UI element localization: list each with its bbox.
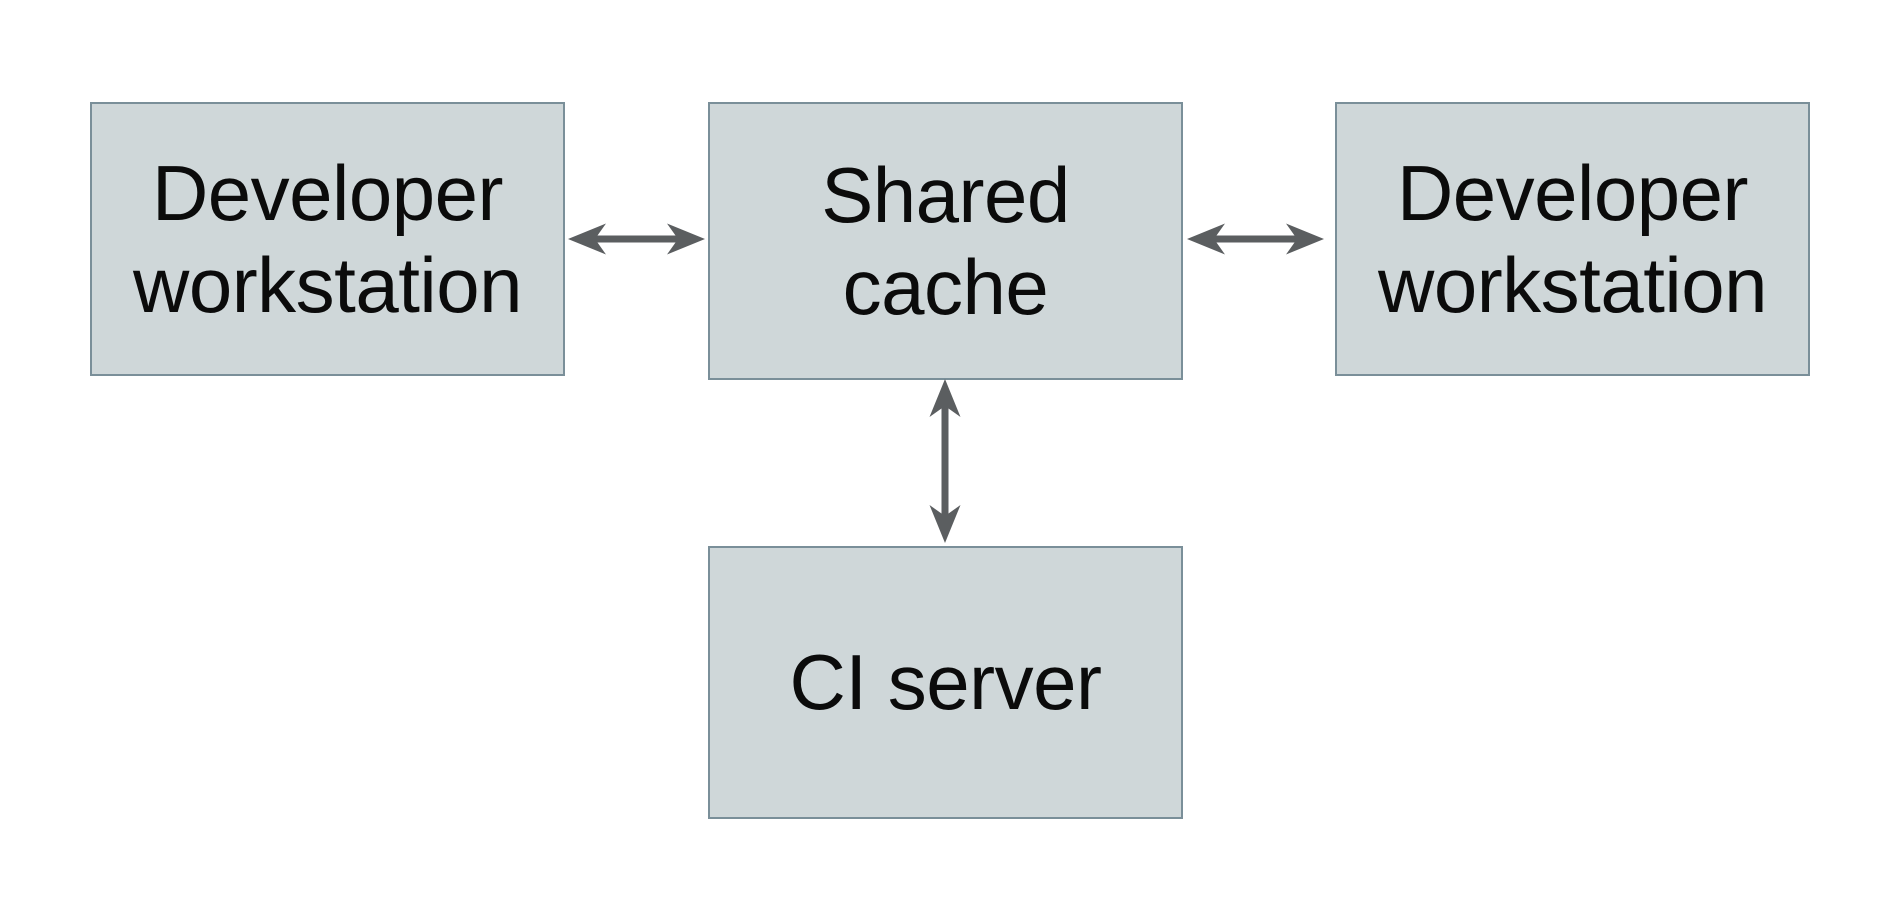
node-developer-workstation-right: Developer workstation xyxy=(1335,102,1810,376)
node-label-ci-server: CI server xyxy=(789,638,1102,727)
bidirectional-arrow-workstation-left-cache xyxy=(568,223,705,255)
node-label-shared-cache: Shared cache xyxy=(821,150,1070,331)
bidirectional-arrow-cache-workstation-right xyxy=(1187,223,1324,255)
node-ci-server: CI server xyxy=(708,546,1183,819)
node-label-developer-workstation-left: Developer workstation xyxy=(133,148,523,329)
node-label-developer-workstation-right: Developer workstation xyxy=(1378,148,1768,329)
node-shared-cache: Shared cache xyxy=(708,102,1183,380)
node-developer-workstation-left: Developer workstation xyxy=(90,102,565,376)
bidirectional-arrow-cache-ci-server xyxy=(929,379,961,543)
